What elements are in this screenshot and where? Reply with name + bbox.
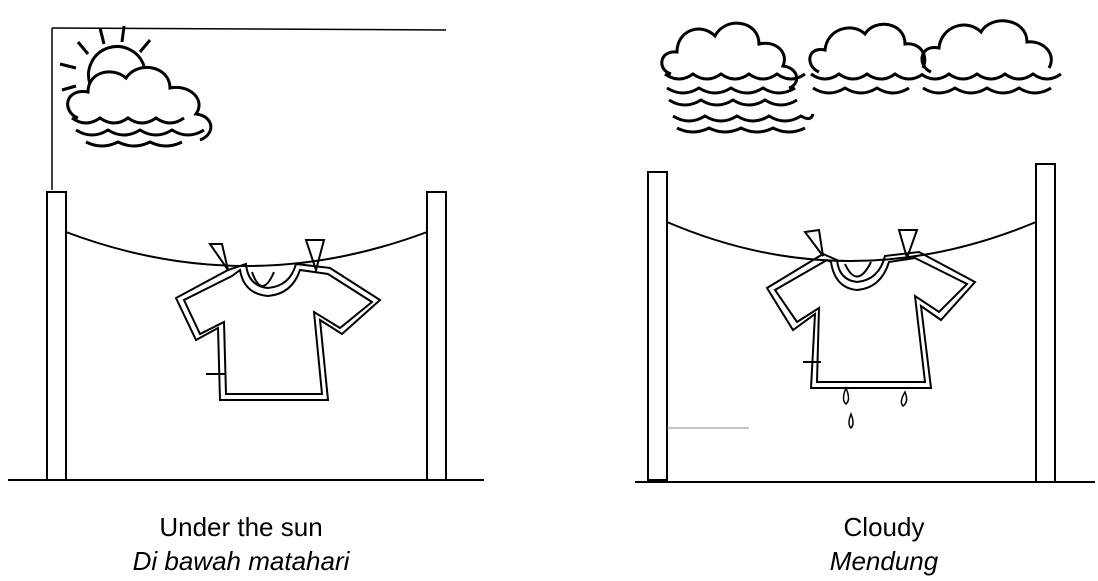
frame-line-top — [51, 27, 447, 31]
shirt-icon — [174, 239, 382, 401]
clothes-peg-left-icon — [208, 243, 229, 271]
clothesline-icon — [65, 231, 428, 267]
sun-icon — [59, 25, 152, 92]
clothesline-icon — [666, 221, 1037, 262]
clothes-peg-right-icon — [897, 229, 919, 262]
clothesline-post-left — [46, 191, 67, 481]
cloud-icon — [920, 19, 1062, 95]
cloud-icon — [660, 21, 806, 107]
panel-cloudy: Cloudy Mendung — [549, 0, 1098, 581]
caption-malay: Di bawah matahari — [132, 546, 350, 576]
caption-english: Under the sun — [159, 512, 323, 542]
cloud-icon — [66, 66, 213, 148]
cloud-icon — [808, 22, 927, 95]
clothes-peg-left-icon — [803, 228, 824, 257]
clothes-peg-right-icon — [304, 239, 326, 274]
shirt-icon — [765, 228, 977, 389]
caption-cloudy: Cloudy Mendung — [739, 510, 1029, 578]
clothesline-post-right — [426, 191, 447, 481]
water-drop-icon — [900, 390, 908, 407]
clothesline-post-right — [1035, 163, 1056, 483]
caption-under-the-sun: Under the sun Di bawah matahari — [96, 510, 386, 578]
cloud-icon — [672, 113, 815, 134]
caption-english: Cloudy — [843, 512, 925, 542]
water-drop-icon — [848, 411, 854, 430]
caption-malay: Mendung — [829, 546, 939, 576]
water-drop-icon — [842, 386, 850, 405]
under-sun-illustration — [8, 25, 484, 481]
panel-under-the-sun: Under the sun Di bawah matahari — [8, 25, 484, 578]
cloudy-illustration — [635, 19, 1095, 483]
clothesline-post-left — [647, 171, 668, 481]
